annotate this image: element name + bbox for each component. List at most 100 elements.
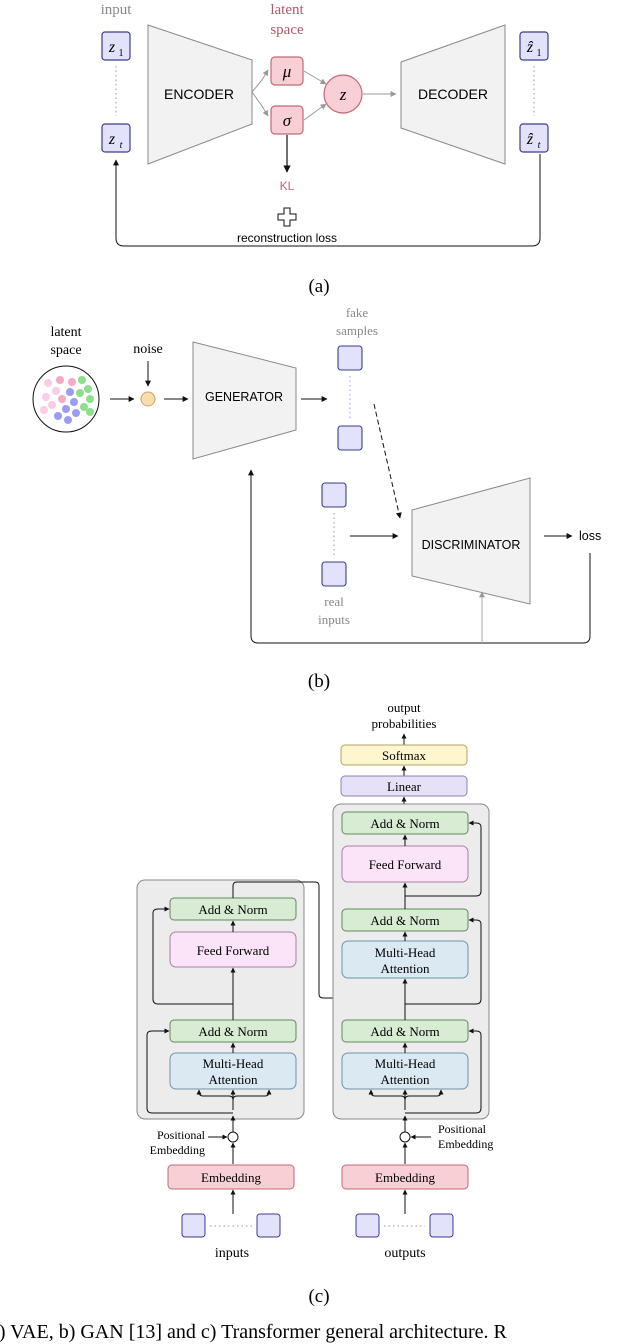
enc-embedding-label: Embedding [201,1170,261,1185]
caption-c: (c) [308,1286,329,1307]
gan-latent-label-1: latent [50,325,81,340]
decoder-label: DECODER [418,86,488,102]
dec-embedding-label: Embedding [375,1170,435,1185]
vae-zt-text: z [108,131,116,148]
enc-mha-label-1: Multi-Head [203,1056,264,1071]
vae-diagram: input latent space z 1 z t ENCODER μ σ z… [101,2,549,297]
generator-label: GENERATOR [205,390,283,404]
sigma-label: σ [283,111,292,130]
fake-samples-label-1: fake [346,305,369,320]
vae-zhatt-sub: t [538,140,541,151]
dec-add-norm-3 [341,811,469,835]
mu-to-z-arrow [303,70,327,85]
vae-latent-label-2: space [270,22,304,38]
softmax-label: Softmax [382,748,427,763]
reconstruction-loss-label: reconstruction loss [237,231,337,245]
noise-node [140,391,156,407]
vae-z1-sub: 1 [119,48,124,59]
enc-positional-sum [227,1131,239,1143]
dec-self-mha-label-1: Multi-Head [375,1056,436,1071]
transformer-diagram: output probabilities Softmax Linear Add … [136,700,493,1307]
vae-output-token-1 [519,31,549,61]
output-probabilities-label-1: output [387,700,421,715]
caption-b: (b) [308,671,330,692]
encoder-to-sigma-arrow [251,91,269,117]
dec-add-norm-3-label: Add & Norm [370,816,439,831]
z-label: z [339,85,347,104]
enc-qkv-right [232,1089,272,1101]
enc-feed-forward-label: Feed Forward [197,943,270,958]
sigma-to-z-arrow [303,103,327,121]
vae-zhatt-text: ẑ [526,131,534,148]
figure-caption: a) VAE, b) GAN [13] and c) Transformer g… [0,1321,508,1343]
dec-feed-forward-label: Feed Forward [369,857,442,872]
enc-add-norm-1-label: Add & Norm [198,1024,267,1039]
encoder-to-mu-arrow [251,69,269,93]
mu-box [270,56,304,86]
mu-label: μ [282,62,292,81]
vae-input-token-1 [101,31,131,61]
gan-feedback-path [248,469,591,644]
dec-positional-sum [399,1131,411,1143]
latent-dots [40,376,94,424]
reconstruction-loss-path [113,154,541,247]
dec-add-norm-2-label: Add & Norm [370,913,439,928]
enc-embedding-box [167,1164,295,1190]
vae-z1-text: z [108,39,116,56]
vae-zhat1-sub: 1 [537,48,542,59]
dec-positional-label-2: Embedding [438,1137,493,1151]
dec-self-mha-label-2: Attention [380,1072,430,1087]
fake-to-discriminator-arrow [373,403,402,519]
encoder-label: ENCODER [164,86,234,102]
enc-positional-label-2: Embedding [150,1143,205,1157]
vae-input-label: input [101,2,133,18]
linear-label: Linear [387,779,422,794]
kl-label: KL [280,179,295,193]
dec-residual-3 [405,820,482,897]
softmax-box [340,744,468,766]
enc-residual-2 [152,906,233,1005]
inputs-label: inputs [215,1246,249,1261]
encoder-shape [147,24,253,165]
gan-diagram: latent space noise [32,305,601,692]
discriminator-label: DISCRIMINATOR [422,538,521,552]
vae-latent-label-1: latent [270,2,304,18]
vae-zhat1-text: ẑ [526,39,534,56]
enc-input-token-2 [256,1213,281,1238]
dec-residual-2 [405,917,482,1005]
linear-box [340,775,468,797]
enc-input-token-1 [181,1213,206,1238]
plus-icon [277,207,297,227]
gan-latent-label-2: space [50,343,81,358]
sigma-box [270,105,304,135]
vae-zt-sub: t [120,140,123,151]
dec-embedding-box [341,1164,469,1190]
vae-input-token-t [101,123,131,153]
decoder-shape [400,24,506,165]
fake-sample-token-1 [337,345,363,371]
dec-output-token-1 [355,1213,380,1238]
dec-residual-1 [405,1028,482,1114]
loss-label: loss [579,529,601,543]
caption-a: (a) [308,276,329,297]
output-probabilities-label-2: probabilities [372,716,437,731]
real-inputs-label-2: inputs [318,612,350,627]
generator-shape [192,341,297,460]
noise-label: noise [133,342,163,357]
real-input-token-1 [321,482,347,508]
z-node [323,74,363,114]
enc-residual-1 [146,1028,233,1114]
real-inputs-label-1: real [324,594,344,609]
dec-output-token-2 [429,1213,454,1238]
outputs-label: outputs [384,1246,425,1261]
dec-add-norm-1-label: Add & Norm [370,1024,439,1039]
real-input-token-2 [321,561,347,587]
enc-positional-label-1: Positional [157,1128,206,1142]
enc-add-norm-2-label: Add & Norm [198,902,267,917]
enc-mha-label-2: Attention [208,1072,258,1087]
dec-cross-mha-label-1: Multi-Head [375,945,436,960]
dec-positional-label-1: Positional [438,1122,487,1136]
fake-sample-token-2 [337,425,363,451]
vae-output-token-t [519,123,549,153]
